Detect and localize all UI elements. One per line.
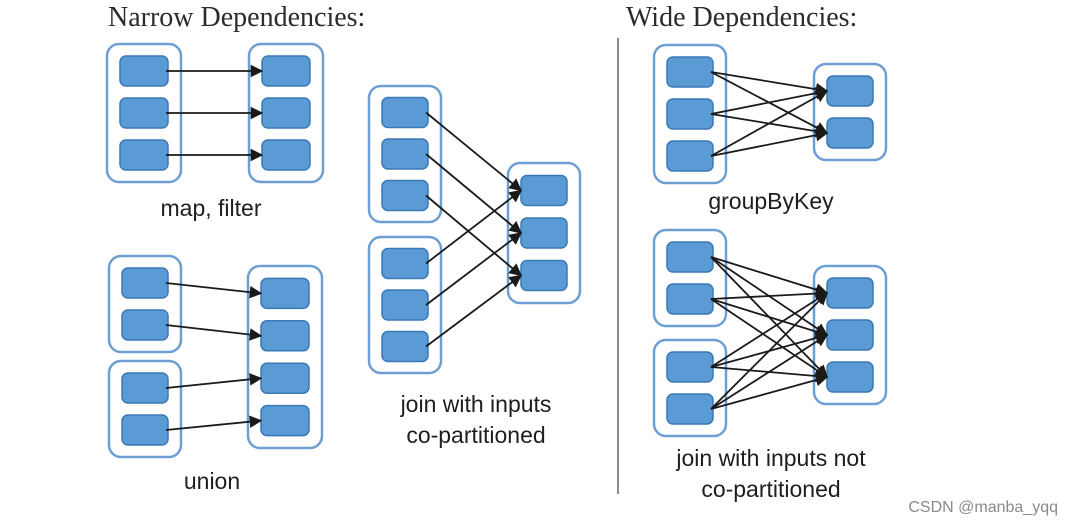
arrow-union <box>165 415 263 431</box>
partition-unB-3 <box>260 362 310 394</box>
partition-jnB-2 <box>826 319 874 351</box>
caption-join-copartitioned-line1: join with inputs <box>400 391 552 417</box>
wide-dependencies-header: Wide Dependencies: <box>626 2 857 33</box>
arrow-join-not-copartitioned <box>710 334 829 410</box>
partition-jcB-2 <box>520 217 568 249</box>
arrow-groupbykey <box>710 71 829 96</box>
arrow-join-not-copartitioned <box>710 292 828 410</box>
partition-gbB-2 <box>826 117 874 149</box>
partition-gbA-1 <box>666 56 714 88</box>
arrow-join-not-copartitioned <box>710 298 829 378</box>
caption-union: union <box>184 468 240 494</box>
arrow-join-not-copartitioned <box>710 373 829 410</box>
arrow-union <box>165 324 263 341</box>
arrow-join-copartitioned <box>425 194 522 277</box>
partition-mfB-1 <box>261 55 311 87</box>
partition-jnA2-2 <box>666 393 714 425</box>
caption-map-filter: map, filter <box>161 195 262 221</box>
arrow-union <box>165 282 263 299</box>
arrow-join-not-copartitioned <box>710 298 829 338</box>
partition-mfA-1 <box>119 55 169 87</box>
partition-unB-1 <box>260 277 310 310</box>
partition-jcA2-2 <box>381 289 429 321</box>
caption-join-not-copartitioned-line1: join with inputs not <box>675 445 866 471</box>
arrow-join-not-copartitioned <box>710 292 829 368</box>
partition-jnA2-1 <box>666 351 714 383</box>
partition-mfB-2 <box>261 97 311 129</box>
arrow-join-copartitioned <box>425 274 523 348</box>
partition-jcA1-3 <box>381 179 429 212</box>
caption-groupbykey: groupByKey <box>708 188 834 214</box>
watermark: CSDN @manba_yqq <box>908 499 1058 516</box>
partition-jcA2-3 <box>381 330 429 363</box>
partition-jcB-1 <box>520 174 568 207</box>
arrow-join-copartitioned <box>425 189 522 265</box>
partition-mfB-3 <box>261 139 311 171</box>
arrow-groupbykey <box>710 90 829 157</box>
arrow-join-copartitioned <box>425 111 522 192</box>
partition-unA2-2 <box>121 414 169 446</box>
partition-jnA1-1 <box>666 241 714 273</box>
arrow-union <box>165 373 263 389</box>
caption-join-not-copartitioned-line2: co-partitioned <box>701 476 840 502</box>
partition-jcA1-2 <box>381 138 429 170</box>
arrow-join-not-copartitioned <box>710 287 829 300</box>
partition-jcA2-1 <box>381 247 429 280</box>
partition-mfA-2 <box>119 97 169 129</box>
partition-unA2-1 <box>121 372 169 404</box>
partition-jnB-1 <box>826 277 874 309</box>
arrow-join-copartitioned <box>425 232 523 306</box>
partition-unA1-2 <box>121 309 169 341</box>
partition-jcB-3 <box>520 259 568 292</box>
partition-mfA-3 <box>119 139 169 171</box>
partition-jnB-3 <box>826 361 874 393</box>
caption-join-copartitioned-line2: co-partitioned <box>406 422 545 448</box>
arrow-join-copartitioned <box>425 153 522 234</box>
partition-unA1-1 <box>121 267 169 299</box>
partition-jnA1-2 <box>666 283 714 315</box>
partition-gbA-2 <box>666 98 714 130</box>
arrow-join-not-copartitioned <box>710 256 829 296</box>
narrow-dependencies-header: Narrow Dependencies: <box>108 2 365 33</box>
arrow-groupbykey <box>710 129 829 157</box>
partition-gbA-3 <box>666 140 714 172</box>
rdd-unB <box>246 264 324 450</box>
partition-jcA1-1 <box>381 96 429 129</box>
arrow-groupbykey <box>710 87 829 115</box>
partition-unB-2 <box>260 320 310 352</box>
partition-gbB-1 <box>826 75 874 107</box>
partition-unB-4 <box>260 404 310 437</box>
edge-layer <box>165 64 829 431</box>
